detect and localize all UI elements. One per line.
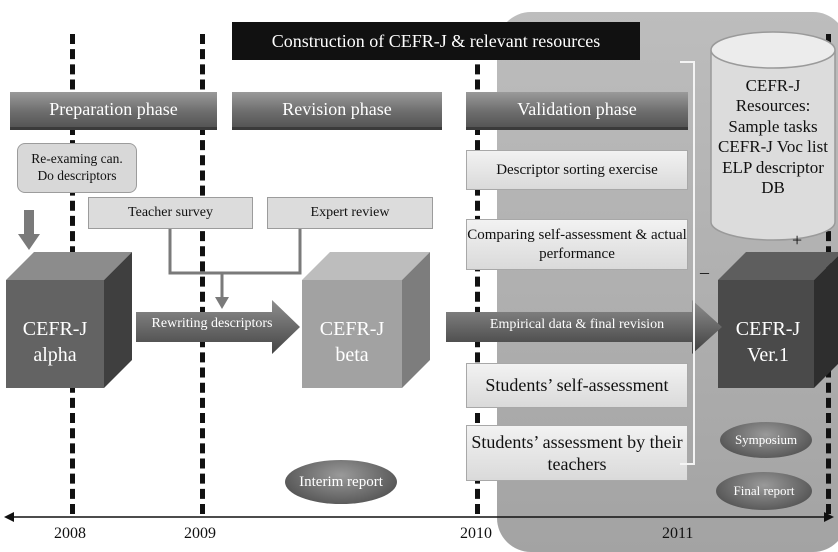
year-2008: 2008 <box>54 525 86 542</box>
rewriting-arrow-label: Rewriting descriptors <box>151 316 273 331</box>
year-2010: 2010 <box>460 525 492 542</box>
final-report-ellipse: Final report <box>716 472 812 510</box>
expert-review-box: Expert review <box>267 197 433 229</box>
cube-beta-label: CEFR-J beta <box>319 318 385 366</box>
teacher-assessment-box: Students’ assessment by their teachers <box>466 425 688 481</box>
year-2009: 2009 <box>184 525 216 542</box>
cube-beta <box>302 252 430 388</box>
minus-sign: – <box>700 262 709 282</box>
comparing-assessment-box: Comparing self-assessment & actual perfo… <box>466 219 688 270</box>
down-arrow-icon <box>18 210 40 250</box>
teacher-survey-box: Teacher survey <box>88 197 253 229</box>
validation-bracket <box>680 61 695 465</box>
divider-2010 <box>475 34 480 514</box>
cube-ver1 <box>718 252 838 388</box>
symposium-ellipse: Symposium <box>720 422 812 458</box>
resources-cylinder <box>710 31 836 241</box>
descriptor-sorting-box: Descriptor sorting exercise <box>466 150 688 190</box>
rewriting-arrow <box>136 300 300 354</box>
phase-validation: Validation phase <box>466 92 688 130</box>
resources-text: CEFR-J Resources: Sample tasks CEFR-J Vo… <box>718 76 828 197</box>
cube-ver1-label: CEFR-J Ver.1 <box>735 318 801 366</box>
plus-sign: + <box>792 230 803 250</box>
phase-revision: Revision phase <box>232 92 442 130</box>
year-2011: 2011 <box>662 525 694 542</box>
self-assessment-box: Students’ self-assessment <box>466 363 688 408</box>
empirical-arrow <box>446 300 722 354</box>
phase-preparation: Preparation phase <box>10 92 217 130</box>
reexaming-descriptors-box: Re-examing can. Do descriptors <box>17 143 137 193</box>
timeline-axis <box>4 512 834 522</box>
cube-alpha-label: CEFR-J alpha <box>22 318 88 366</box>
empirical-arrow-label: Empirical data & final revision <box>489 317 665 332</box>
survey-connector <box>168 229 302 309</box>
interim-report-ellipse: Interim report <box>285 460 397 504</box>
diagram-title: Construction of CEFR-J & relevant resour… <box>232 22 640 60</box>
cube-alpha <box>6 252 132 388</box>
